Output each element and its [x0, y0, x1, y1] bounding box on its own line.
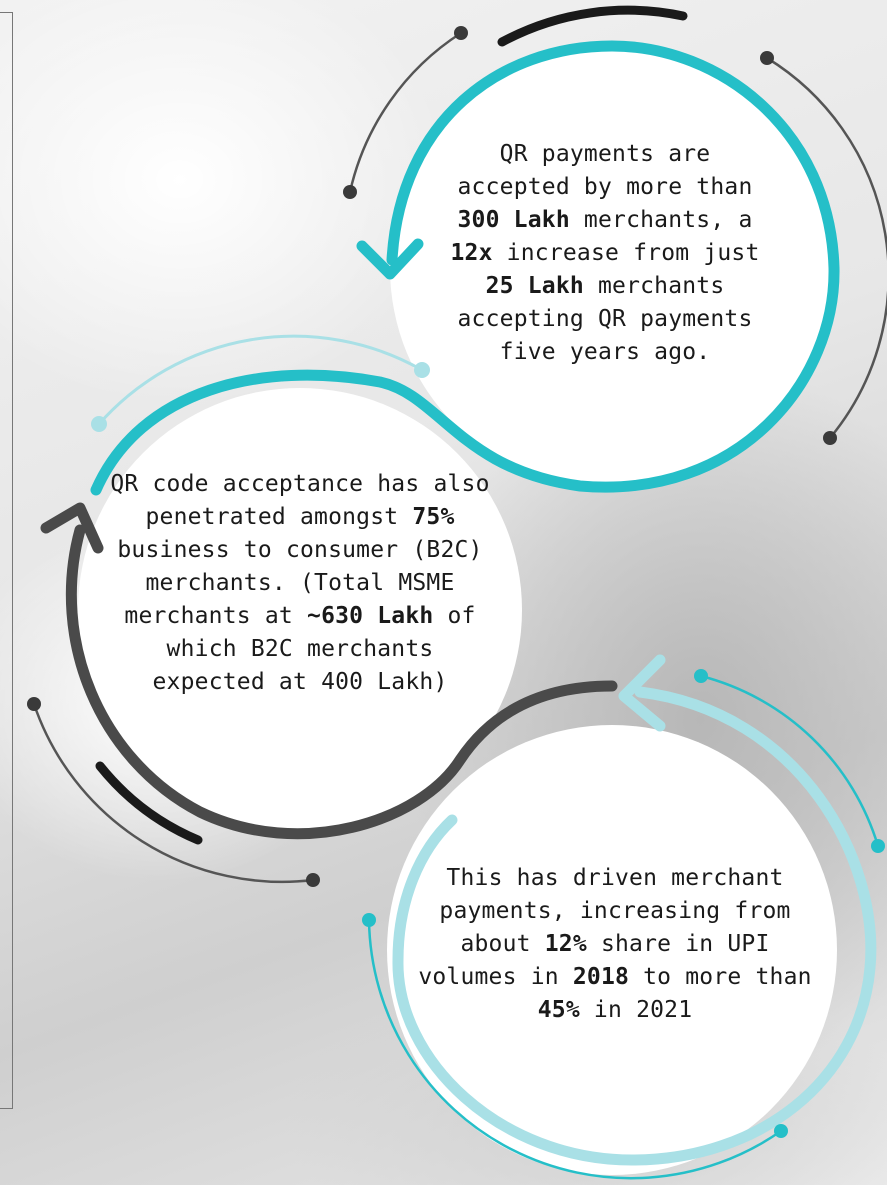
text-part-bold: 300 Lakh [457, 207, 570, 233]
dark-grey-arrowhead-middle [40, 502, 104, 554]
text-part-bold: 12x [450, 240, 493, 266]
thin-teal-arc-bottom-left [367, 919, 782, 1180]
text-part-bold: 45% [537, 997, 580, 1023]
arc-end-dot [871, 839, 885, 853]
arc-end-dot [823, 431, 837, 445]
text-part: merchants accepting QR payments five yea… [457, 273, 753, 365]
circle-text-merchant-share: This has driven merchant payments, incre… [410, 862, 820, 1027]
circle-top-right-fill [390, 46, 834, 490]
black-accent-arc-top [497, 5, 688, 47]
arc-end-dot [306, 873, 320, 887]
text-part-bold: ~630 Lakh [307, 603, 434, 629]
thin-arc-middle-outer [32, 703, 314, 884]
arc-end-dot [774, 1124, 788, 1138]
text-part: merchants, a [569, 207, 753, 233]
arc-end-dot [27, 697, 41, 711]
light-teal-arrowhead-bottom [618, 654, 666, 732]
thin-arc-top-left-outer [348, 31, 462, 193]
dark-grey-main-arc-middle [65, 524, 618, 840]
arc-end-dot [362, 913, 376, 927]
teal-arrowhead-top [356, 238, 424, 280]
text-part: QR code acceptance has also penetrated a… [110, 471, 490, 530]
black-accent-arc-middle [95, 761, 203, 845]
text-part: share in UPI volumes in [418, 931, 770, 990]
text-part: of which B2C merchants expected at 400 L… [152, 603, 476, 695]
text-part: This has driven merchant payments, incre… [439, 865, 791, 957]
circle-text-qr-penetration: QR code acceptance has also penetrated a… [110, 468, 490, 699]
text-part: business to consumer (B2C) merchants. (T… [117, 537, 483, 629]
light-teal-main-arc-bottom [392, 686, 877, 1166]
arc-end-dot [760, 51, 774, 65]
left-border-line [0, 12, 13, 1109]
thin-light-teal-arc-middle [97, 334, 423, 425]
thin-teal-arc-bottom-right [700, 674, 880, 847]
text-part: to more than [629, 964, 812, 990]
thin-arc-top-right-outer [766, 56, 887, 439]
arc-end-dot [91, 416, 107, 432]
circle-text-qr-merchants: QR payments are accepted by more than 30… [440, 138, 770, 369]
text-part-bold: 2018 [572, 964, 630, 990]
arc-end-dot [694, 669, 708, 683]
circle-middle-left-fill [78, 388, 522, 832]
text-part: increase from just [492, 240, 760, 266]
text-part: QR payments are accepted by more than [457, 141, 753, 200]
teal-main-arc-top-right [90, 40, 840, 496]
arc-end-dot [414, 362, 430, 378]
text-part-bold: 12% [544, 931, 587, 957]
arc-end-dot [454, 26, 468, 40]
arc-end-dot [343, 185, 357, 199]
text-part-bold: 75% [412, 504, 455, 530]
text-part-bold: 25 Lakh [485, 273, 584, 299]
text-part: in 2021 [579, 997, 693, 1023]
circle-bottom-right-fill [387, 725, 837, 1175]
